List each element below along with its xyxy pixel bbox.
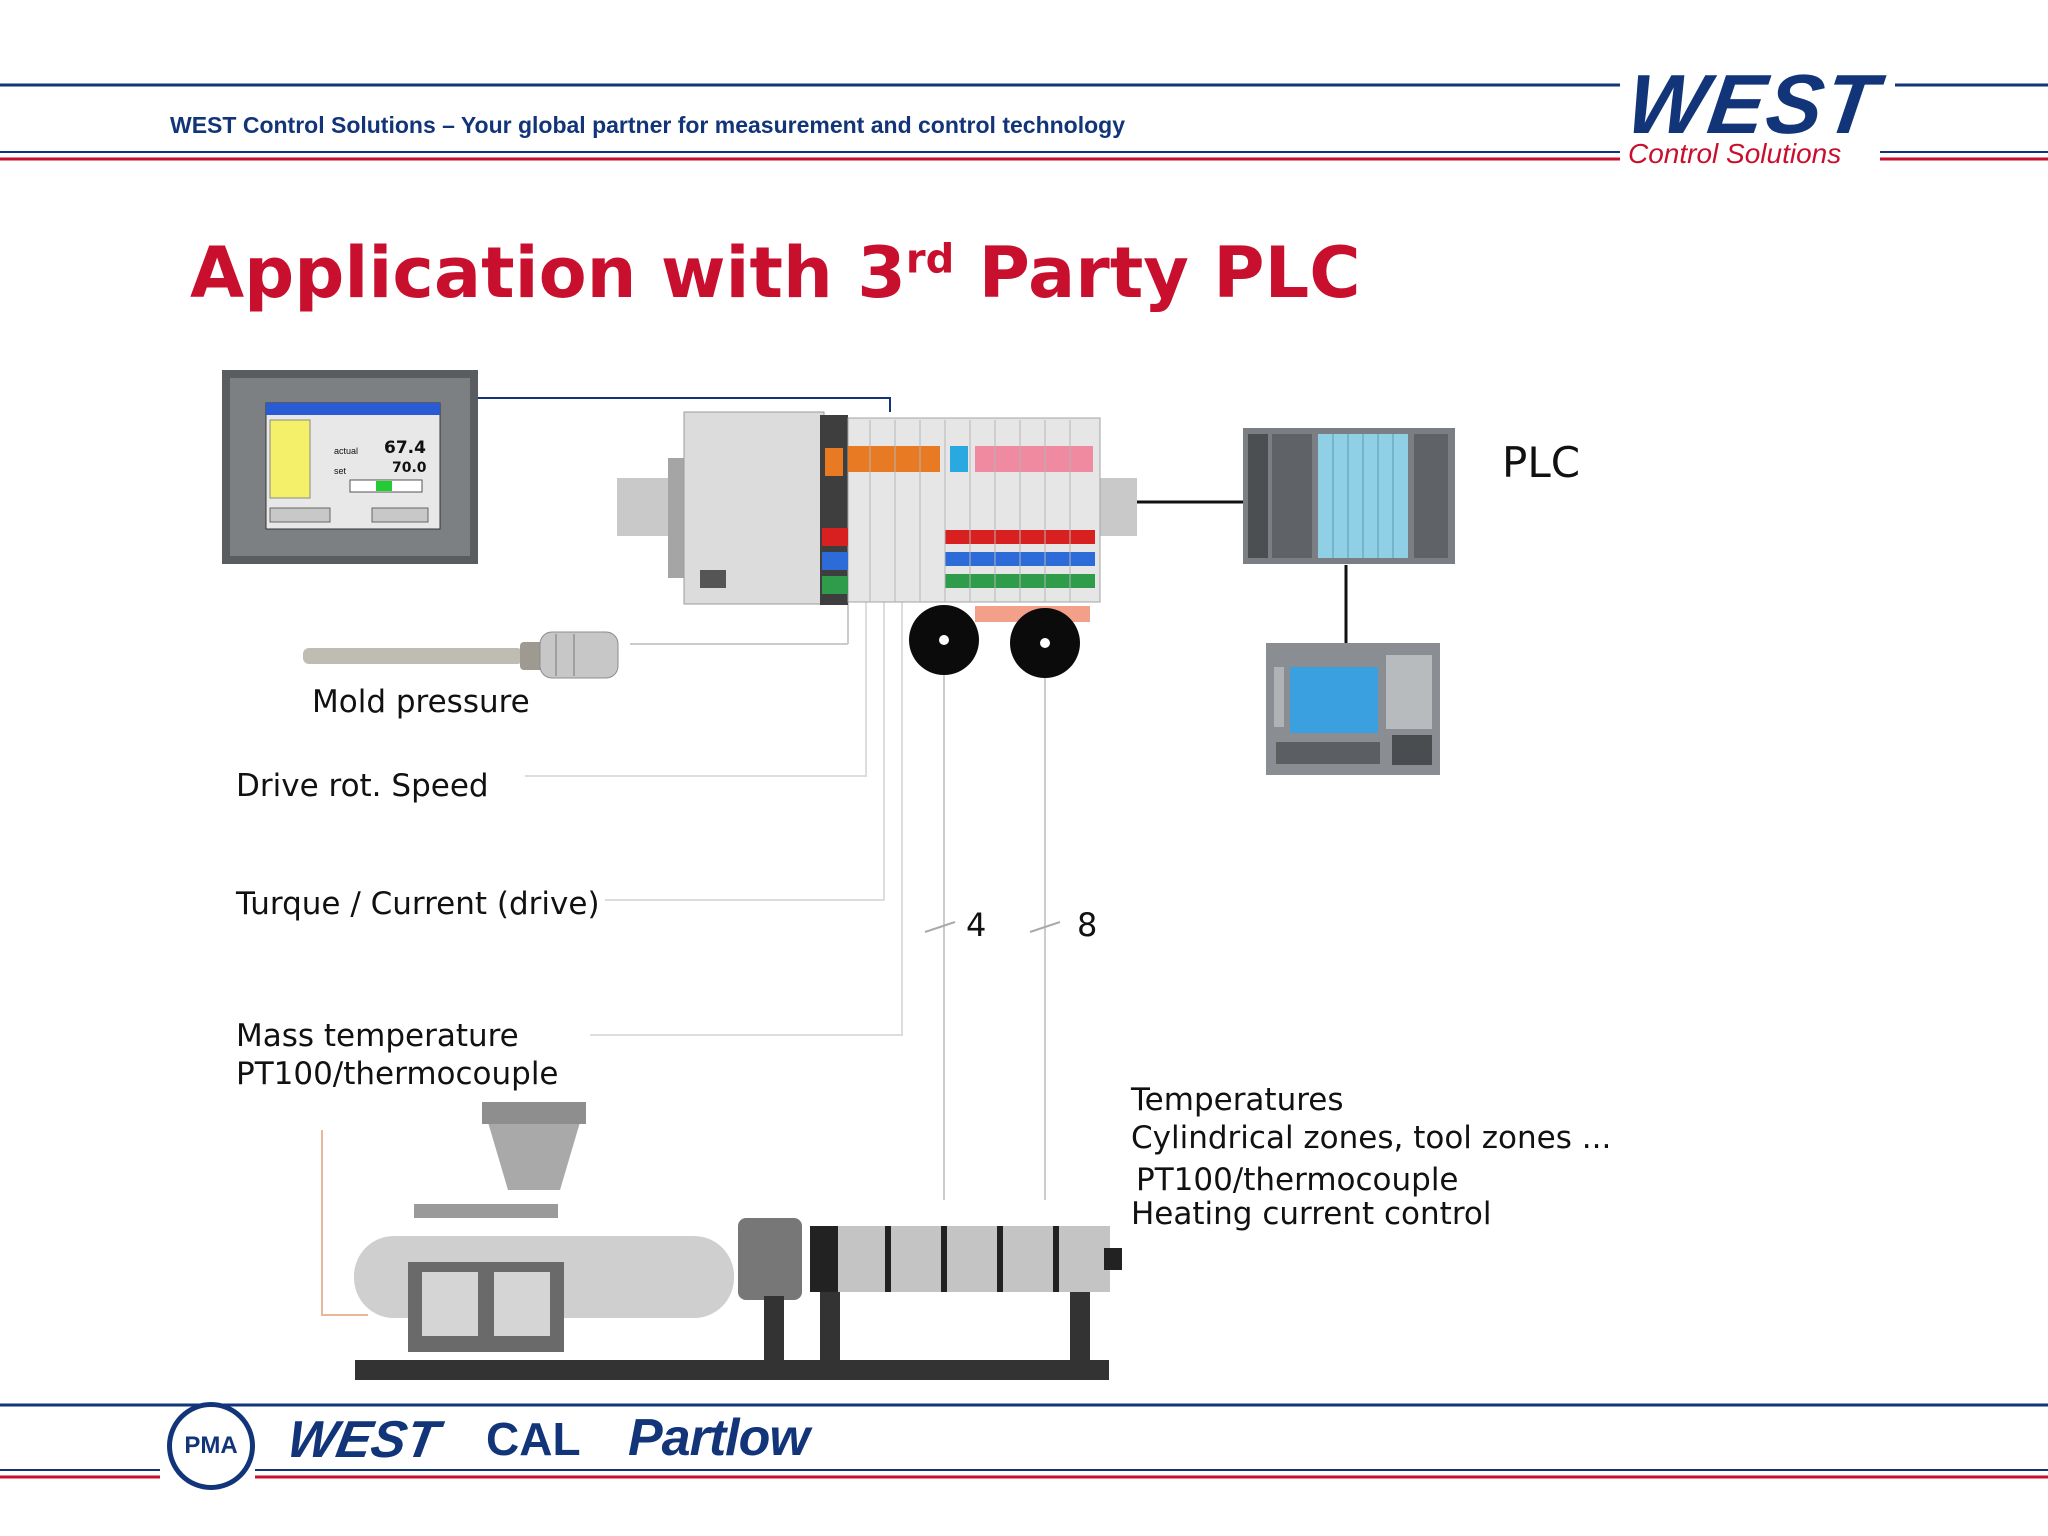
title-superscript: rd (905, 236, 955, 283)
pressure-sensor (303, 631, 619, 679)
pma-logo: PMA (167, 1402, 255, 1490)
cable-drums (909, 605, 1080, 678)
mold-pressure-label: Mold pressure (312, 684, 530, 720)
temperature-sensor-label: PT100/thermocouple (1136, 1162, 1459, 1198)
partlow-logo: Partlow (628, 1409, 810, 1467)
slide-title: Application with 3rd Party PLC (190, 238, 1361, 308)
hmi-panel (222, 370, 478, 564)
channel-count-4: 4 (966, 906, 987, 944)
io-module (668, 411, 1101, 622)
plc-label: PLC (1502, 438, 1581, 487)
hmi-actual-value: 67.4 (384, 438, 426, 458)
footer-rules (0, 1403, 2048, 1479)
hmi-set-value: 70.0 (392, 460, 427, 476)
hmi-actual-label: actual (334, 446, 359, 456)
title-main: Application with 3 (190, 232, 906, 314)
drive-speed-label: Drive rot. Speed (236, 768, 489, 804)
west-logo-subtitle: Control Solutions (1628, 138, 1842, 169)
cal-logo: CAL (486, 1413, 581, 1465)
title-tail: Party PLC (954, 232, 1361, 314)
mass-temperature-label: Mass temperature (236, 1018, 519, 1054)
operator-panel (1266, 643, 1440, 775)
header-rules (0, 83, 2048, 161)
hmi-set-label: set (334, 466, 347, 476)
torque-label: Turque / Current (drive) (236, 886, 600, 922)
footer-west-logo: WEST (282, 1411, 444, 1469)
channel-count-8: 8 (1077, 906, 1098, 944)
heating-current-label: Heating current control (1131, 1196, 1492, 1232)
temperatures-label: Temperatures (1131, 1082, 1344, 1118)
injection-machine (354, 1102, 1122, 1380)
plc-rack (1243, 428, 1455, 564)
header-tagline: WEST Control Solutions – Your global par… (170, 112, 1126, 138)
zones-label: Cylindrical zones, tool zones ... (1131, 1120, 1612, 1156)
west-logo: WEST (1621, 57, 1886, 151)
mass-temperature-sensor-label: PT100/thermocouple (236, 1056, 559, 1092)
